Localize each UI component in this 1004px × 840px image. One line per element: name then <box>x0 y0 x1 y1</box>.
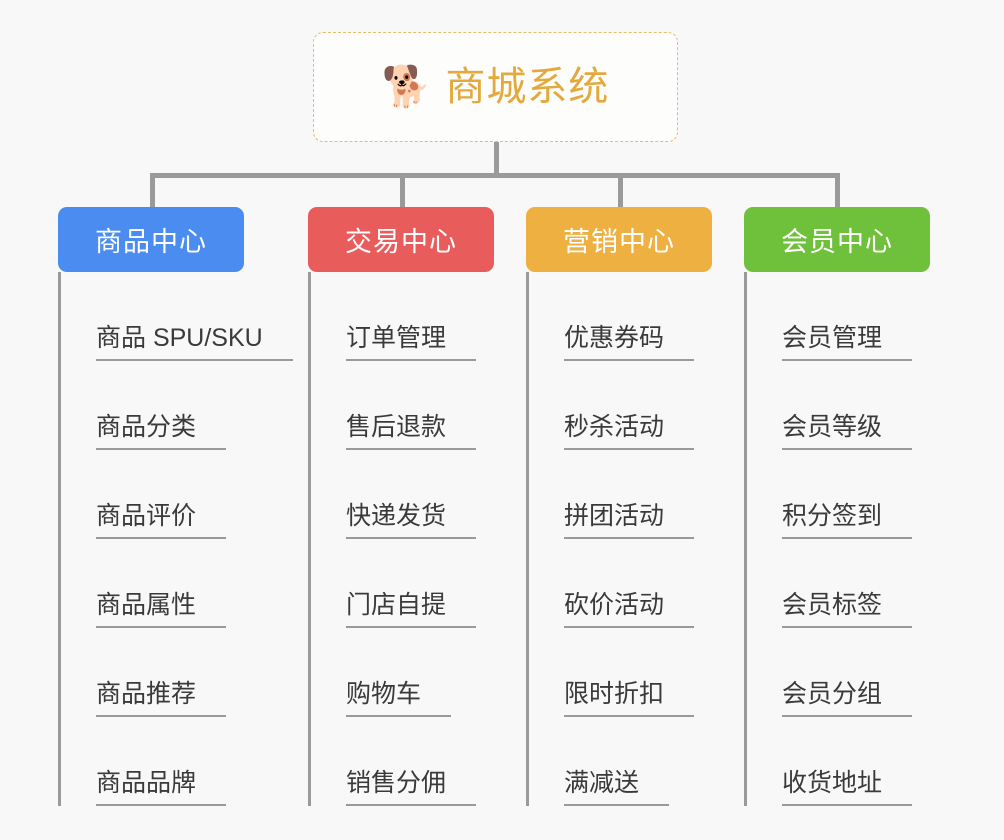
leaf-label: 商品推荐 <box>96 679 227 717</box>
leaf-label: 商品 SPU/SKU <box>96 323 293 361</box>
leaf-item[interactable]: 积分签到 <box>744 450 930 539</box>
leaf-label: 会员等级 <box>782 412 913 450</box>
category-column-3: 营销中心 优惠券码 秒杀活动 拼团活动 砍价活动 限时折扣 满减送 <box>526 207 712 806</box>
leaf-item[interactable]: 秒杀活动 <box>526 361 712 450</box>
leaf-label: 商品属性 <box>96 590 227 628</box>
leaf-label: 购物车 <box>346 679 452 717</box>
leaf-spine-2 <box>308 272 311 806</box>
leaf-label: 砍价活动 <box>564 590 695 628</box>
leaf-label: 满减送 <box>564 768 670 806</box>
leaf-label: 秒杀活动 <box>564 412 695 450</box>
leaf-item[interactable]: 商品分类 <box>58 361 244 450</box>
leaf-label: 收货地址 <box>782 768 913 806</box>
leaf-label: 商品分类 <box>96 412 227 450</box>
leaf-label: 订单管理 <box>346 323 477 361</box>
leaf-item[interactable]: 会员分组 <box>744 628 930 717</box>
leaf-spine-3 <box>526 272 529 806</box>
connector-drop-3 <box>618 173 623 209</box>
leaf-item[interactable]: 收货地址 <box>744 717 930 806</box>
category-header-1[interactable]: 商品中心 <box>58 207 244 272</box>
leaf-item[interactable]: 商品品牌 <box>58 717 244 806</box>
leaf-list-2: 订单管理 售后退款 快递发货 门店自提 购物车 销售分佣 <box>308 272 494 806</box>
category-header-2[interactable]: 交易中心 <box>308 207 494 272</box>
leaf-item[interactable]: 门店自提 <box>308 539 494 628</box>
category-column-2: 交易中心 订单管理 售后退款 快递发货 门店自提 购物车 销售分佣 <box>308 207 494 806</box>
leaf-item[interactable]: 拼团活动 <box>526 450 712 539</box>
root-title: 商城系统 <box>445 65 610 109</box>
leaf-item[interactable]: 限时折扣 <box>526 628 712 717</box>
root-node[interactable]: 🐕 商城系统 <box>313 32 678 142</box>
leaf-label: 积分签到 <box>782 501 913 539</box>
leaf-label: 限时折扣 <box>564 679 695 717</box>
leaf-item[interactable]: 满减送 <box>526 717 712 806</box>
leaf-item[interactable]: 商品推荐 <box>58 628 244 717</box>
leaf-label: 商品品牌 <box>96 768 227 806</box>
connector-drop-1 <box>150 173 155 209</box>
leaf-label: 拼团活动 <box>564 501 695 539</box>
leaf-label: 优惠券码 <box>564 323 695 361</box>
leaf-item[interactable]: 会员等级 <box>744 361 930 450</box>
category-column-1: 商品中心 商品 SPU/SKU 商品分类 商品评价 商品属性 商品推荐 商品品牌 <box>58 207 293 806</box>
leaf-item[interactable]: 销售分佣 <box>308 717 494 806</box>
leaf-label: 商品评价 <box>96 501 227 539</box>
connector-drop-2 <box>400 173 405 209</box>
leaf-item[interactable]: 商品 SPU/SKU <box>58 272 293 361</box>
leaf-item[interactable]: 会员标签 <box>744 539 930 628</box>
leaf-label: 会员标签 <box>782 590 913 628</box>
leaf-spine-4 <box>744 272 747 806</box>
leaf-item[interactable]: 优惠券码 <box>526 272 712 361</box>
category-header-4[interactable]: 会员中心 <box>744 207 930 272</box>
leaf-item[interactable]: 订单管理 <box>308 272 494 361</box>
leaf-list-4: 会员管理 会员等级 积分签到 会员标签 会员分组 收货地址 <box>744 272 930 806</box>
category-column-4: 会员中心 会员管理 会员等级 积分签到 会员标签 会员分组 收货地址 <box>744 207 930 806</box>
connector-drop-4 <box>835 173 840 209</box>
leaf-spine-1 <box>58 272 61 806</box>
leaf-list-3: 优惠券码 秒杀活动 拼团活动 砍价活动 限时折扣 满减送 <box>526 272 712 806</box>
leaf-list-1: 商品 SPU/SKU 商品分类 商品评价 商品属性 商品推荐 商品品牌 <box>58 272 293 806</box>
leaf-item[interactable]: 购物车 <box>308 628 494 717</box>
leaf-label: 快递发货 <box>346 501 477 539</box>
leaf-item[interactable]: 砍价活动 <box>526 539 712 628</box>
connector-horizontal-bar <box>150 173 840 178</box>
leaf-label: 会员分组 <box>782 679 913 717</box>
connector-root-stem <box>494 142 499 176</box>
leaf-item[interactable]: 售后退款 <box>308 361 494 450</box>
leaf-label: 会员管理 <box>782 323 913 361</box>
leaf-item[interactable]: 会员管理 <box>744 272 930 361</box>
leaf-label: 销售分佣 <box>346 768 477 806</box>
leaf-item[interactable]: 快递发货 <box>308 450 494 539</box>
category-header-3[interactable]: 营销中心 <box>526 207 712 272</box>
shiba-dog-icon: 🐕 <box>381 65 432 109</box>
leaf-label: 售后退款 <box>346 412 477 450</box>
leaf-item[interactable]: 商品属性 <box>58 539 244 628</box>
leaf-label: 门店自提 <box>346 590 477 628</box>
leaf-item[interactable]: 商品评价 <box>58 450 244 539</box>
